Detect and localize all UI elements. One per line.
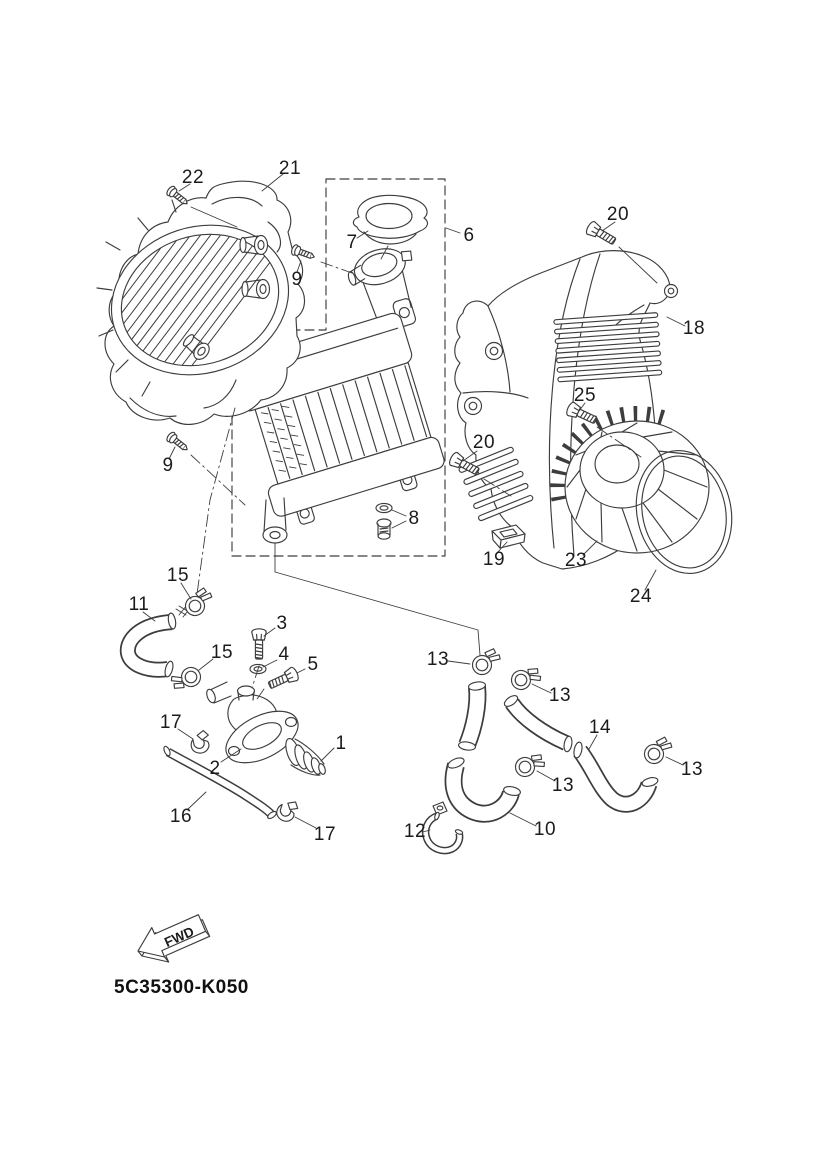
callout-18-6: 18 — [682, 318, 706, 339]
callout-23-12: 23 — [564, 550, 588, 571]
callout-8-10: 8 — [408, 508, 420, 529]
callout-10-29: 10 — [533, 819, 557, 840]
pipe-16 — [163, 745, 277, 820]
callout-25-7: 25 — [573, 385, 597, 406]
callout-13-20: 13 — [426, 649, 450, 670]
callout-9-9: 9 — [162, 455, 174, 476]
radiator — [219, 248, 445, 525]
callout-24-13: 24 — [629, 586, 653, 607]
radiator-assembly-box — [231, 178, 446, 557]
bolt-3 — [251, 628, 267, 660]
cover-fins — [553, 312, 663, 383]
callout-4-18: 4 — [278, 644, 290, 665]
callout-14-22: 14 — [588, 717, 612, 738]
callout-17-23: 17 — [159, 712, 183, 733]
clamp-13-d — [513, 749, 547, 781]
bracket-12 — [421, 801, 464, 855]
clamp-15-lower — [168, 662, 204, 695]
cover-louvers — [458, 446, 534, 522]
clamp-13-c — [641, 735, 675, 766]
radiator-outlet-stub — [262, 497, 288, 544]
drain-bolt — [376, 518, 392, 540]
fwd-arrow: FWD — [137, 914, 211, 963]
callout-12-30: 12 — [403, 821, 427, 842]
callout-13-21: 13 — [548, 685, 572, 706]
callout-15-17: 15 — [210, 642, 234, 663]
callout-19-11: 19 — [482, 549, 506, 570]
callout-20-8: 20 — [472, 432, 496, 453]
clamp-17-right — [274, 796, 300, 825]
fan-shroud — [96, 180, 306, 425]
callout-3-16: 3 — [276, 613, 288, 634]
shroud-boss — [241, 278, 271, 300]
hose-10 — [444, 681, 573, 823]
alignment-lines — [190, 261, 642, 703]
callout-21-1: 21 — [278, 158, 302, 179]
callout-5-19: 5 — [307, 654, 319, 675]
callout-7-2: 7 — [346, 232, 358, 253]
radiator-cap — [352, 194, 429, 245]
callout-13-27: 13 — [551, 775, 575, 796]
thermostat — [285, 737, 326, 776]
callout-13-26: 13 — [680, 759, 704, 780]
callout-17-31: 17 — [313, 824, 337, 845]
clamp-13-a — [470, 647, 502, 676]
fan-rotor — [550, 405, 710, 554]
clip-19 — [491, 524, 526, 549]
callout-16-28: 16 — [169, 806, 193, 827]
screw-9-lower — [164, 430, 192, 455]
bolt-5 — [265, 665, 301, 693]
shroud-boss — [239, 234, 269, 256]
leader-lines — [142, 173, 686, 833]
drain-washer — [375, 502, 393, 514]
fwd-label: FWD — [162, 924, 196, 950]
callout-6-4: 6 — [463, 225, 475, 246]
clamp-15-upper — [181, 585, 217, 619]
shroud-boss — [182, 334, 210, 360]
callout-20-5: 20 — [606, 204, 630, 225]
callout-11-15: 11 — [128, 594, 150, 615]
diagram-code: 5C35300-K050 — [114, 977, 249, 998]
clamp-13-b — [508, 662, 544, 695]
thermostat-housing — [206, 681, 299, 764]
callout-2-25: 2 — [209, 758, 221, 779]
callout-9-3: 9 — [291, 269, 303, 290]
clamp-17-left — [188, 729, 213, 756]
callout-1-24: 1 — [335, 733, 347, 754]
seal-ring — [635, 449, 733, 575]
callout-22-0: 22 — [181, 167, 205, 188]
callout-15-14: 15 — [166, 565, 190, 586]
hose-14 — [573, 741, 659, 813]
